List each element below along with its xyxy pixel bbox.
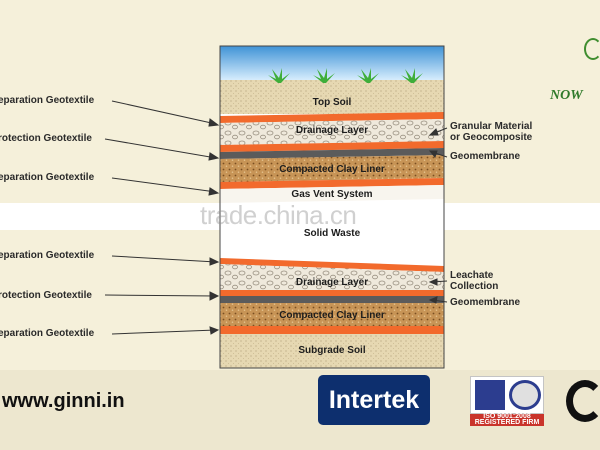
iso-emblem-icon — [470, 376, 544, 414]
text-drainage-layer-upper: Drainage Layer — [295, 125, 369, 136]
label-separation-geotextile-4: eparation Geotextile — [0, 328, 95, 339]
drainage-layer-lower — [220, 264, 444, 292]
brand-name: NOW — [550, 88, 583, 103]
watermark-text: trade.china.cn — [200, 200, 357, 230]
drainage-layer-upper — [220, 119, 444, 145]
leaf-ring-icon — [584, 38, 600, 60]
text-subgrade-soil: Subgrade Soil — [298, 345, 366, 356]
separation-geotextile-4 — [220, 326, 444, 334]
compacted-clay-liner-upper — [220, 155, 444, 182]
intertek-logo-text: Intertek — [328, 385, 420, 414]
text-drainage-layer-lower: Drainage Layer — [295, 277, 369, 288]
label-separation-geotextile-1: eparation Geotextile — [0, 95, 95, 106]
label-separation-geotextile-2: eparation Geotextile — [0, 172, 95, 183]
geomembrane-1 — [220, 148, 444, 159]
subgrade-soil-layer — [220, 334, 444, 368]
solid-waste-area — [220, 203, 444, 259]
geomembrane-2 — [220, 296, 444, 303]
label-granular-material: Granular Material or Geocomposite — [450, 121, 533, 143]
label-leachate-collection: Leachate Collection — [450, 270, 499, 292]
compacted-clay-liner-lower — [220, 303, 444, 326]
label-protection-geotextile-1: rotection Geotextile — [0, 133, 92, 144]
separation-geotextile-2 — [220, 178, 444, 189]
protection-geotextile-1 — [220, 141, 444, 152]
protection-geotextile-2 — [220, 290, 444, 296]
iso-certification-badge: ISO 9001:2008 REGISTERED FIRM — [470, 376, 544, 426]
text-compacted-clay-liner-upper: Compacted Clay Liner — [279, 164, 385, 175]
label-geomembrane-2: Geomembrane — [450, 297, 521, 308]
left-leader-lines — [104, 100, 220, 335]
separation-geotextile-3 — [220, 258, 444, 272]
iso-badge-text: ISO 9001:2008 REGISTERED FIRM — [470, 413, 544, 426]
website-link[interactable]: www.ginni.in — [2, 390, 125, 412]
palm-plants — [268, 68, 423, 83]
text-solid-waste: Solid Waste — [303, 228, 361, 239]
separation-geotextile-1 — [220, 112, 444, 123]
right-leader-lines — [428, 127, 448, 304]
ce-mark-icon — [566, 376, 600, 426]
brand-logo: NOW — [548, 16, 600, 106]
intertek-logo: Intertek — [318, 375, 430, 425]
label-separation-geotextile-3: eparation Geotextile — [0, 250, 95, 261]
top-soil-layer — [220, 80, 444, 114]
label-geomembrane-1: Geomembrane — [450, 151, 521, 162]
label-protection-geotextile-2: rotection Geotextile — [0, 290, 92, 301]
text-top-soil: Top Soil — [312, 97, 352, 108]
text-gas-vent-system: Gas Vent System — [291, 189, 373, 200]
text-compacted-clay-liner-lower: Compacted Clay Liner — [279, 310, 385, 321]
gas-vent-layer — [220, 185, 444, 203]
